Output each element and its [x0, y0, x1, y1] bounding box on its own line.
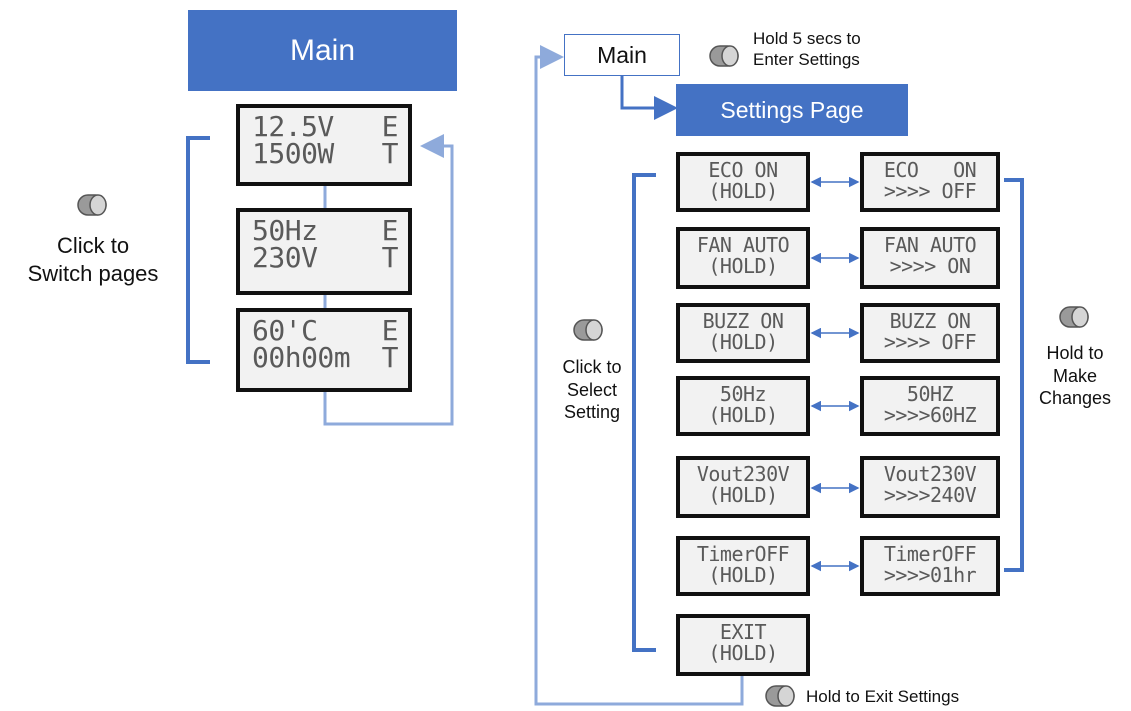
button-knob-icon [573, 319, 603, 341]
make-changes-label: Hold to Make Changes [1038, 343, 1112, 408]
lcd-setting-frequency: 50Hz (HOLD) [676, 376, 810, 436]
lcd-change-vout: Vout230V >>>>240V [860, 456, 1000, 518]
select-setting-label: Click to Select Setting [562, 357, 622, 422]
lcd-change-fan: FAN AUTO >>>> ON [860, 227, 1000, 289]
lcd-setting-vout: Vout230V (HOLD) [676, 456, 810, 518]
lcd-setting-fan: FAN AUTO (HOLD) [676, 227, 810, 289]
lcd-setting-eco: ECO ON (HOLD) [676, 152, 810, 212]
main-box: Main [564, 34, 680, 76]
lcd-change-timer: TimerOFF >>>>01hr [860, 536, 1000, 596]
main-page-header: Main [188, 10, 457, 91]
switch-pages-label: Click to Switch pages [27, 233, 159, 286]
settings-page-header: Settings Page [676, 84, 908, 136]
lcd-setting-timer: TimerOFF (HOLD) [676, 536, 810, 596]
button-knob-icon [765, 685, 795, 707]
lcd-change-buzz: BUZZ ON >>>> OFF [860, 303, 1000, 363]
lcd-setting-buzz: BUZZ ON (HOLD) [676, 303, 810, 363]
button-knob-icon [709, 45, 739, 67]
lcd-change-eco: ECO ON >>>> OFF [860, 152, 1000, 212]
lcd-change-frequency: 50HZ >>>>60HZ [860, 376, 1000, 436]
lcd-setting-exit: EXIT (HOLD) [676, 614, 810, 676]
exit-settings-label: Hold to Exit Settings [806, 687, 960, 706]
enter-settings-label: Hold 5 secs to Enter Settings [753, 29, 861, 70]
button-knob-icon [77, 194, 107, 216]
button-knob-icon [1059, 306, 1089, 328]
